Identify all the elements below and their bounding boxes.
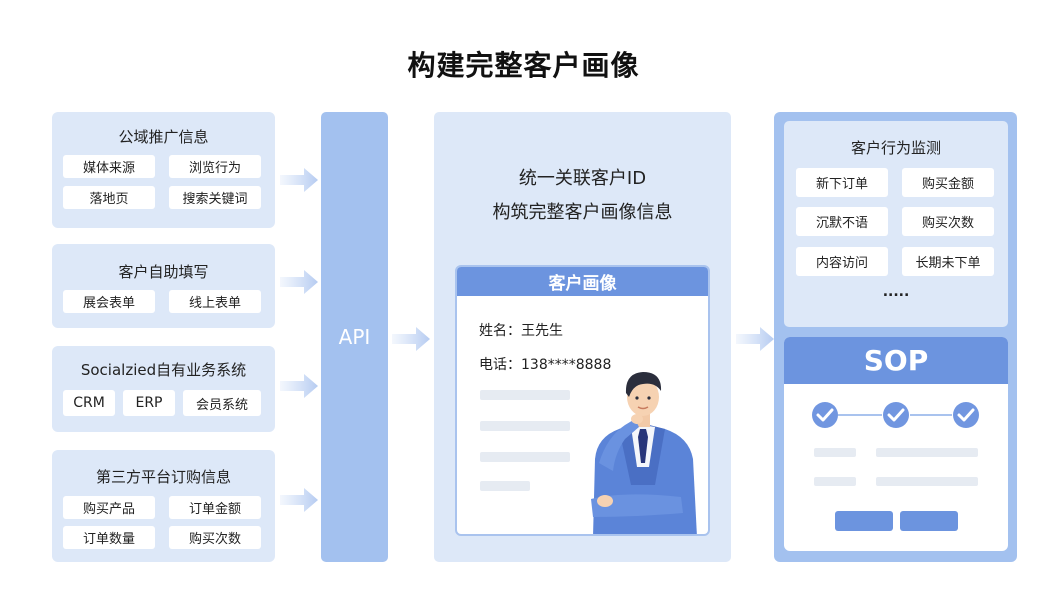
placeholder-bar xyxy=(876,448,978,457)
sop-title: SOP xyxy=(784,337,1008,384)
chip-online-form: 线上表单 xyxy=(169,290,261,313)
placeholder-bar xyxy=(480,390,570,400)
arrow-right-icon xyxy=(280,488,318,512)
chip-order-quantity: 订单数量 xyxy=(63,526,155,549)
api-label: API xyxy=(338,325,371,349)
check-circle-icon xyxy=(953,402,979,428)
source-card-title: 公域推广信息 xyxy=(118,128,209,146)
sop-action-block xyxy=(835,511,893,531)
placeholder-bar xyxy=(814,448,856,457)
chip-long-no-order: 长期未下单 xyxy=(902,247,994,276)
source-card-title: 第三方平台订购信息 xyxy=(95,468,231,486)
placeholder-bar xyxy=(480,452,570,462)
chip-landing-page: 落地页 xyxy=(63,186,155,209)
behavior-monitor-card: 客户行为监测 新下订单 购买金额 沉默不语 购买次数 内容访问 长期未下单 ..… xyxy=(784,121,1008,327)
chip-silent: 沉默不语 xyxy=(796,207,888,236)
customer-name-field: 姓名：王先生 xyxy=(479,323,563,339)
customer-profile-title: 客户画像 xyxy=(457,267,708,296)
chip-media-source: 媒体来源 xyxy=(63,155,155,178)
sop-action-block xyxy=(900,511,958,531)
api-column: API xyxy=(321,112,388,562)
arrow-right-icon xyxy=(280,168,318,192)
chip-purchase-count: 购买次数 xyxy=(902,207,994,236)
chip-new-order: 新下订单 xyxy=(796,168,888,197)
source-card-business-system: Socialzied自有业务系统 CRM ERP 会员系统 xyxy=(52,346,275,432)
chip-purchased-product: 购买产品 xyxy=(63,496,155,519)
chip-exhibition-form: 展会表单 xyxy=(63,290,155,313)
chip-content-visit: 内容访问 xyxy=(796,247,888,276)
chip-browse-behavior: 浏览行为 xyxy=(169,155,261,178)
source-card-title: Socialzied自有业务系统 xyxy=(80,361,247,379)
arrow-right-icon xyxy=(280,374,318,398)
source-card-self-fill: 客户自助填写 展会表单 线上表单 xyxy=(52,244,275,328)
page-title: 构建完整客户画像 xyxy=(407,49,640,82)
chip-order-amount: 订单金额 xyxy=(169,496,261,519)
sop-steps xyxy=(812,402,979,428)
behavior-monitor-title: 客户行为监测 xyxy=(850,139,941,157)
profile-build-line: 构筑完整客户画像信息 xyxy=(492,202,673,223)
chip-crm: CRM xyxy=(63,390,115,416)
customer-profile-card: 客户画像 姓名：王先生 电话：138****8888 xyxy=(455,265,710,536)
sop-card: SOP xyxy=(784,337,1008,551)
more-ellipsis: ..... xyxy=(882,284,910,300)
customer-phone-field: 电话：138****8888 xyxy=(479,357,612,373)
unified-id-line: 统一关联客户ID xyxy=(518,168,647,189)
placeholder-bar xyxy=(876,477,978,486)
check-circle-icon xyxy=(812,402,838,428)
chip-search-keywords: 搜索关键词 xyxy=(169,186,261,209)
businessman-illustration xyxy=(591,372,697,534)
chip-member-system: 会员系统 xyxy=(183,390,261,416)
source-card-third-party: 第三方平台订购信息 购买产品 订单金额 订单数量 购买次数 xyxy=(52,450,275,562)
arrow-right-icon xyxy=(392,327,430,351)
chip-purchase-amount: 购买金额 xyxy=(902,168,994,197)
source-card-public-promotion: 公域推广信息 媒体来源 浏览行为 落地页 搜索关键词 xyxy=(52,112,275,228)
placeholder-bar xyxy=(480,421,570,431)
arrow-right-icon xyxy=(736,327,774,351)
placeholder-bar xyxy=(480,481,530,491)
check-circle-icon xyxy=(883,402,909,428)
placeholder-bar xyxy=(814,477,856,486)
chip-erp: ERP xyxy=(123,390,175,416)
arrow-right-icon xyxy=(280,270,318,294)
chip-purchase-count: 购买次数 xyxy=(169,526,261,549)
source-card-title: 客户自助填写 xyxy=(118,263,209,281)
